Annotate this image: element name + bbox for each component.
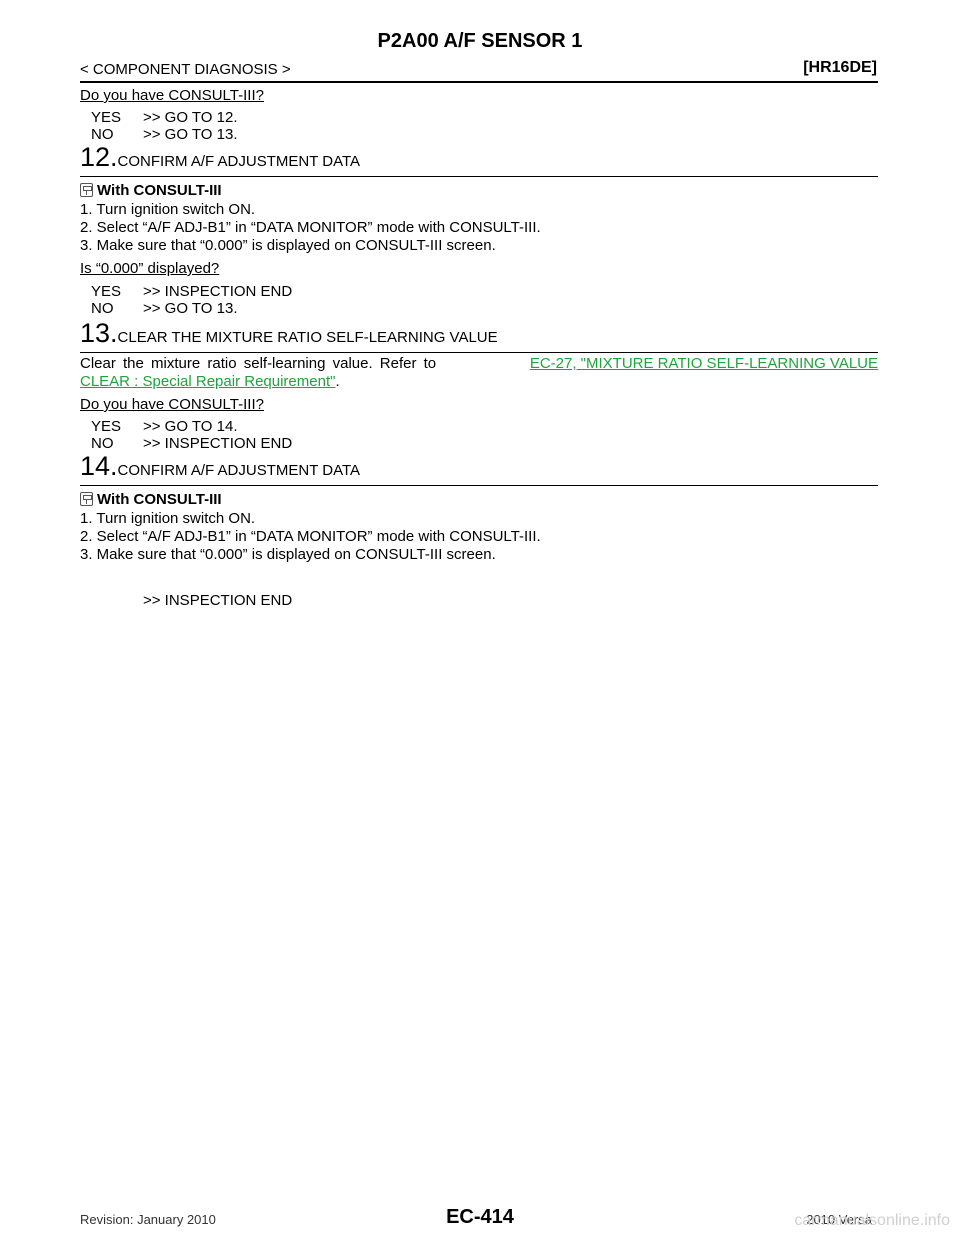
answer-value: >> GO TO 13.	[143, 126, 238, 143]
consult-tool-icon	[80, 183, 93, 197]
refer-line-2: CLEAR : Special Repair Requirement".	[80, 373, 340, 390]
revision-date: Revision: January 2010	[80, 1212, 216, 1227]
service-manual-link-cont[interactable]: CLEAR : Special Repair Requirement"	[80, 373, 336, 390]
step-title: CLEAR THE MIXTURE RATIO SELF-LEARNING VA…	[117, 329, 498, 346]
consult-tool-icon	[80, 492, 93, 506]
answer-key: NO	[91, 300, 114, 317]
section-label: < COMPONENT DIAGNOSIS >	[80, 61, 291, 78]
step-number: 12.	[80, 142, 118, 172]
period: .	[335, 373, 340, 390]
step-title: CONFIRM A/F ADJUSTMENT DATA	[117, 462, 361, 479]
tool-line: With CONSULT-III	[80, 491, 222, 508]
answer-key: YES	[91, 109, 122, 126]
refer-line: Clear the mixture ratio self-learning va…	[80, 355, 878, 372]
answer-key: YES	[91, 418, 122, 435]
answer-value: >> INSPECTION END	[143, 435, 293, 452]
answer-value: >> GO TO 14.	[143, 418, 238, 435]
tool-label: With CONSULT-III	[97, 491, 222, 508]
watermark: carmanualsonline.info	[794, 1212, 950, 1229]
answer-no: NO >> INSPECTION END	[91, 435, 292, 452]
refer-text: Clear the mixture ratio self-learning va…	[80, 355, 437, 372]
answer-value: >> GO TO 13.	[143, 300, 238, 317]
tool-line: With CONSULT-III	[80, 182, 222, 199]
question-consult-1: Do you have CONSULT-III?	[80, 87, 264, 104]
answer-value: >> GO TO 12.	[143, 109, 238, 126]
step-12-rule	[80, 176, 878, 177]
procedure-item: 3. Make sure that “0.000” is displayed o…	[80, 546, 496, 563]
page-number: EC-414	[446, 1206, 514, 1228]
answer-key: NO	[91, 126, 114, 143]
step-14-result: >> INSPECTION END	[143, 592, 293, 609]
step-title: CONFIRM A/F ADJUSTMENT DATA	[117, 153, 361, 170]
answer-no: NO >> GO TO 13.	[91, 126, 238, 143]
step-number: 13.	[80, 318, 118, 348]
step-12-heading: 12.CONFIRM A/F ADJUSTMENT DATA	[80, 142, 360, 173]
step-14-rule	[80, 485, 878, 486]
answer-key: NO	[91, 435, 114, 452]
procedure-item: 1. Turn ignition switch ON.	[80, 201, 256, 218]
answer-no: NO >> GO TO 13.	[91, 300, 238, 317]
service-manual-link[interactable]: EC-27, "MIXTURE RATIO SELF-LEARNING VALU…	[529, 355, 878, 372]
engine-model-label: [HR16DE]	[803, 59, 877, 76]
answer-key: YES	[91, 283, 122, 300]
step-13-rule	[80, 352, 878, 353]
header-rule	[80, 81, 878, 83]
answer-value: >> INSPECTION END	[143, 283, 293, 300]
procedure-item: 1. Turn ignition switch ON.	[80, 510, 256, 527]
procedure-item: 3. Make sure that “0.000” is displayed o…	[80, 237, 496, 254]
step-13-heading: 13.CLEAR THE MIXTURE RATIO SELF-LEARNING…	[80, 318, 498, 349]
answer-yes: YES >> GO TO 14.	[91, 418, 238, 435]
procedure-item: 2. Select “A/F ADJ-B1” in “DATA MONITOR”…	[80, 219, 541, 236]
procedure-item: 2. Select “A/F ADJ-B1” in “DATA MONITOR”…	[80, 528, 541, 545]
tool-label: With CONSULT-III	[97, 182, 222, 199]
question-displayed: Is “0.000” displayed?	[80, 260, 220, 277]
page-title: P2A00 A/F SENSOR 1	[377, 30, 583, 52]
step-14-heading: 14.CONFIRM A/F ADJUSTMENT DATA	[80, 451, 360, 482]
answer-yes: YES >> INSPECTION END	[91, 283, 292, 300]
answer-yes: YES >> GO TO 12.	[91, 109, 238, 126]
step-number: 14.	[80, 451, 118, 481]
edition-label: 2010 Versa	[806, 1212, 872, 1227]
question-consult-2: Do you have CONSULT-III?	[80, 396, 264, 413]
